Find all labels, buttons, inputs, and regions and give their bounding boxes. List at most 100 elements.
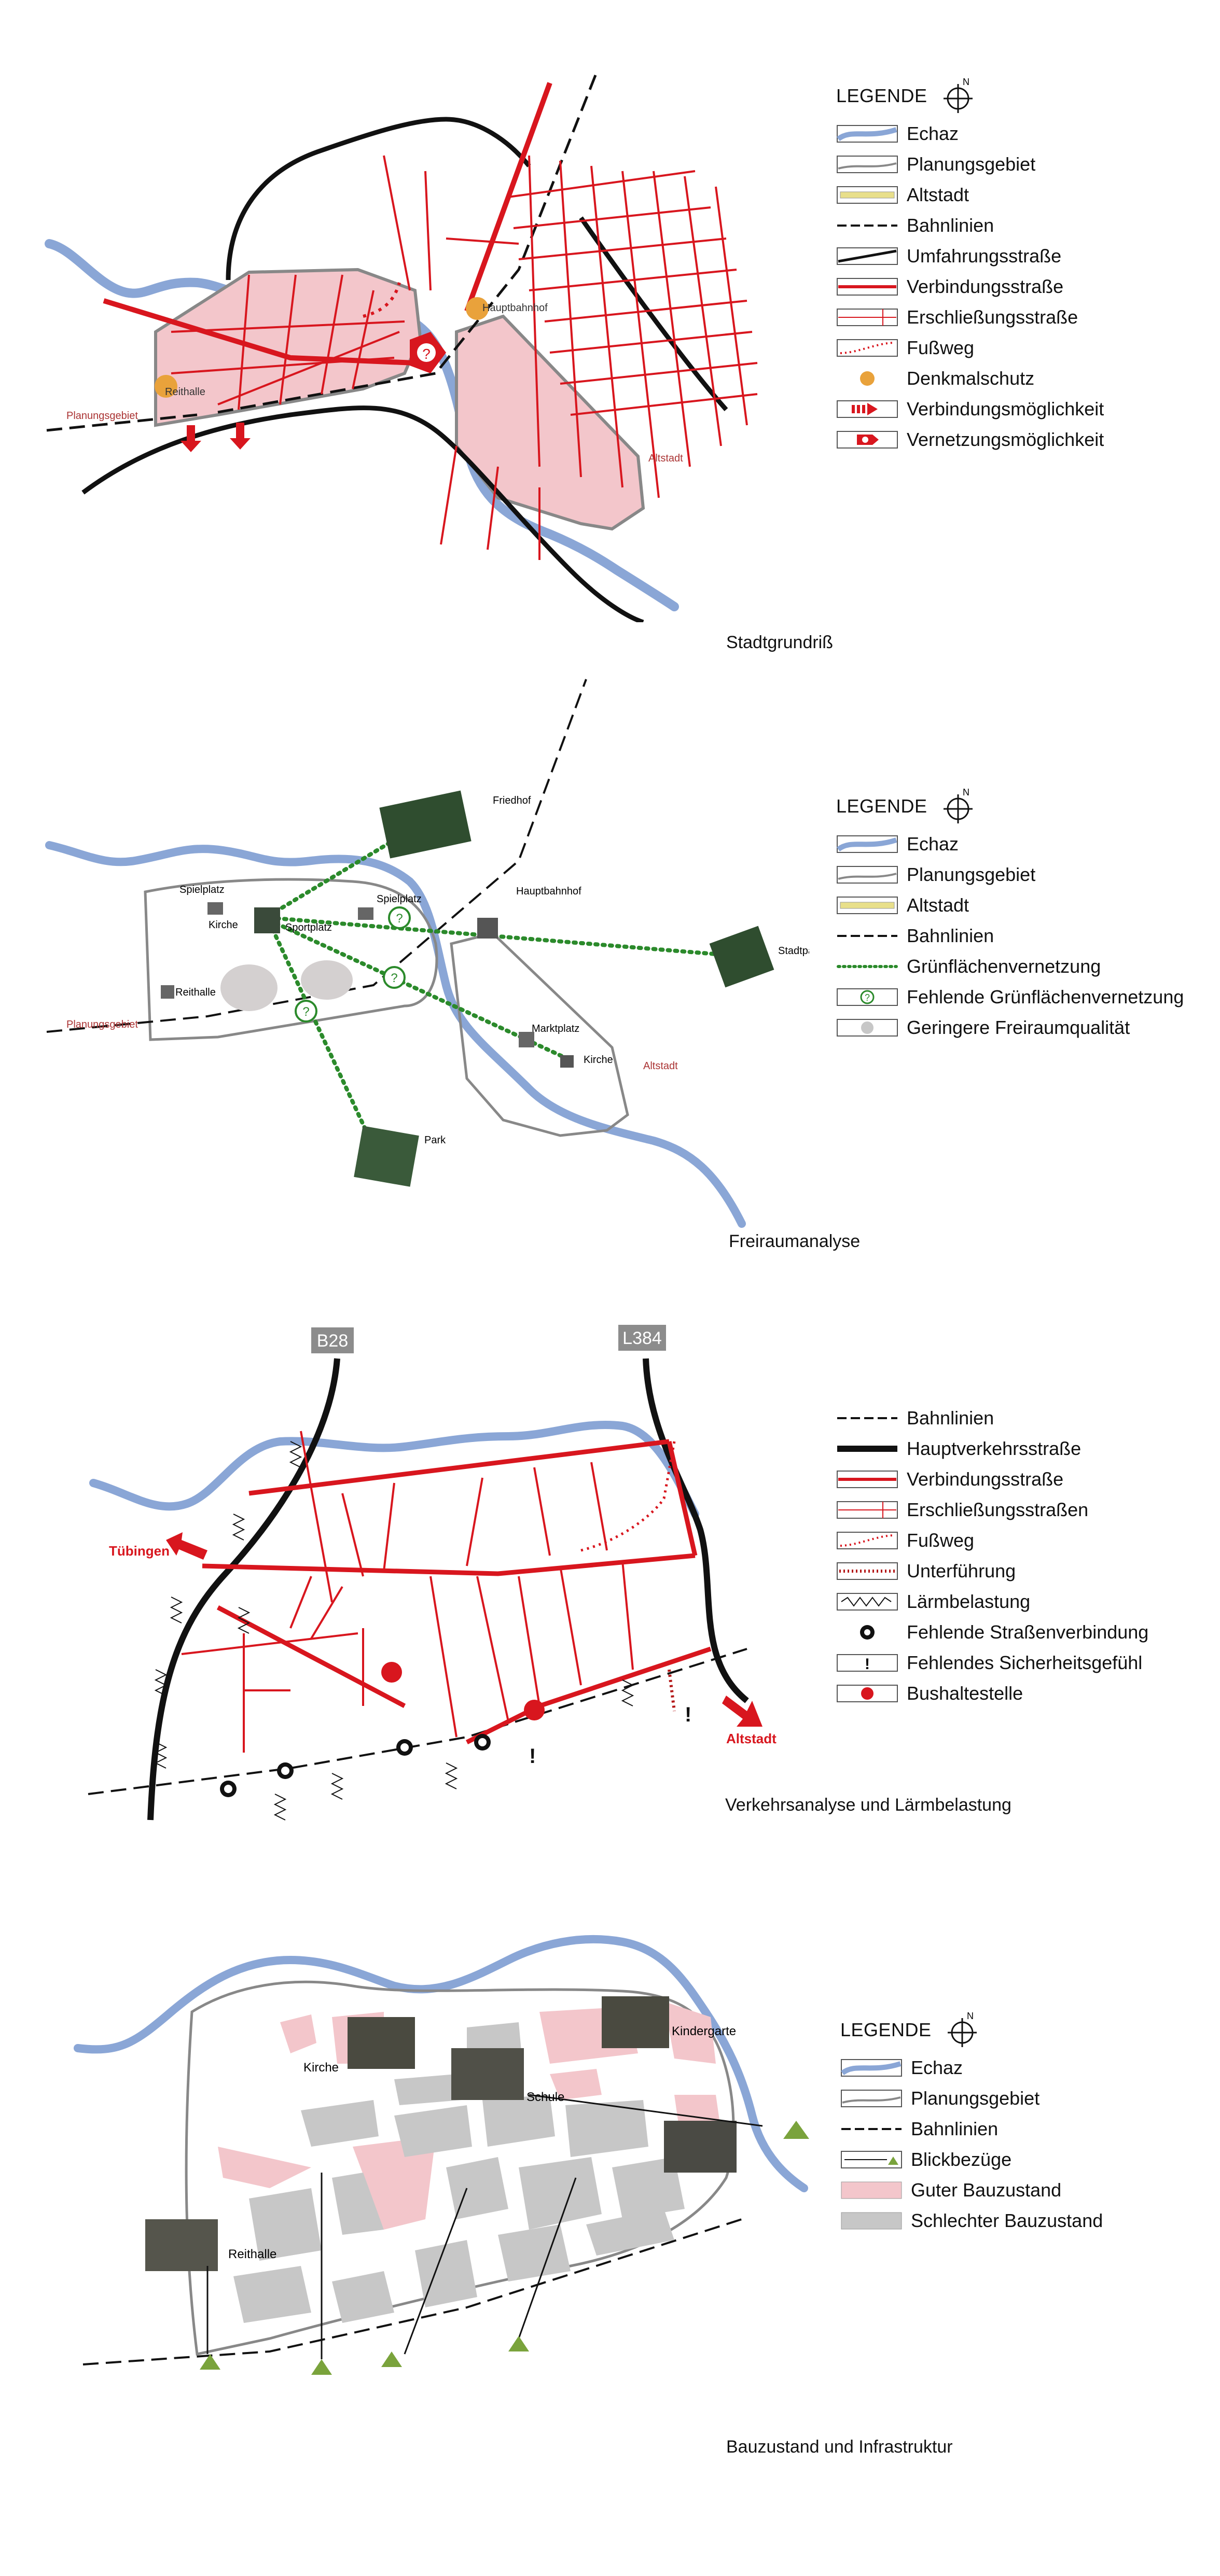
main-road-l384 [643,1358,749,1703]
schule-aerial [451,2048,524,2100]
bypass-road-icon [836,246,898,267]
legend-item: Fußweg [836,1525,1148,1556]
svg-text:!: ! [865,1656,870,1673]
legend-item: Altstadt [836,890,1184,920]
old-town-icon [836,895,898,916]
panel-bauzustand: Kirche Schule Kindergarte Reithalle LEGE… [0,1856,1220,2576]
legend-item-label: Altstadt [907,184,969,205]
safety-icon: ! [836,1653,898,1673]
building-aerial [664,2121,737,2173]
legend-item-label: Verbindungsstraße [907,275,1064,297]
legend-item: Blickbezüge [840,2144,1103,2175]
legend-item: Unterführung [836,1556,1148,1586]
legend-item-label: Grünflächenvernetzung [907,955,1101,977]
label-reithalle: Reithalle [165,386,205,398]
hauptbahnhof-aerial [477,918,498,939]
missing-green-link-icon: ? [836,987,898,1007]
stadtpark-aerial [709,926,774,988]
railway-line [82,2218,742,2365]
safety-marks: !! [529,1703,691,1768]
poor-condition-icon [840,2210,903,2231]
legend-item: Erschließungsstraßen [836,1494,1148,1525]
planning-area-icon [840,2088,903,2109]
legend-item-label: Fehlende Grünflächenvernetzung [907,986,1184,1007]
legend-item-label: Lärmbelastung [907,1590,1031,1612]
label-kindergarten: Kindergarte [672,2024,736,2038]
footpath-icon [836,338,898,358]
legend-item: Grünflächenvernetzung [836,951,1184,982]
green-link-icon [836,956,898,977]
noise-markers [154,1441,634,1821]
main-road-icon [836,1438,898,1459]
legend-item: Fehlende Straßenverbindung [836,1617,1148,1647]
legend-item: ! Fehlendes Sicherheitsgefühl [836,1647,1148,1678]
access-streets [181,1431,634,1753]
legend-item-label: Planungsgebiet [907,863,1036,885]
marktplatz-aerial [519,1032,534,1047]
legend-item-label: Geringere Freiraumqualität [907,1016,1130,1038]
river-echaz [45,841,746,1228]
legend-item-label: Bahnlinien [907,1407,994,1429]
missing-green-link-markers [295,906,411,1023]
legend-item: Bahnlinien [840,2113,1103,2144]
planning-area-icon [836,864,898,885]
open-space-map: ??? Friedhof Spielplatz Spielplatz Kirch… [45,679,809,1228]
connection-option-arrows [181,423,251,452]
label-sportplatz: Sportplatz [285,922,332,933]
legend-item-label: Guter Bauzustand [911,2179,1062,2201]
monument-reithalle [155,375,177,398]
legend-item-label: Fehlendes Sicherheitsgefühl [907,1651,1143,1673]
city-plan-map: ? Planungsgebiet Reithalle Hauptbahnhof … [45,72,758,622]
svg-text:?: ? [391,971,397,985]
legend-title: LEGENDE [840,2019,932,2040]
north-compass-icon: N [943,788,973,823]
bus-stop-icon [836,1683,898,1704]
legend-item-label: Verbindungsstraße [907,1468,1064,1490]
connecting-road-icon [836,276,898,297]
route-shield-l384-label: L384 [622,1328,662,1348]
legend-item-label: Bahnlinien [911,2118,999,2139]
underpass [668,1669,676,1712]
railway-line [46,72,598,432]
legend-title: LEGENDE [836,795,927,817]
altstadt-arrow-icon [722,1696,762,1727]
legend-item: Bahnlinien [836,920,1184,951]
svg-text:?: ? [302,1005,309,1019]
legend-item-label: Bahnlinien [907,925,994,946]
legend-item-label: Denkmalschutz [907,367,1035,389]
legend-item: Bahnlinien [836,1403,1148,1433]
caption-bauzustand: Bauzustand und Infrastruktur [726,2437,953,2457]
footpath-icon [836,1530,898,1551]
old-town-icon [836,185,898,205]
legend-item-label: Erschließungsstraße [907,306,1078,328]
legend-item-label: Verbindungsmöglichkeit [907,398,1104,419]
monument-hauptbahnhof [466,297,489,320]
access-grid-east [383,155,758,560]
legend-item: Lärmbelastung [836,1586,1148,1617]
legend-item: Verbindungsstraße [836,271,1104,302]
label-hauptbahnhof: Hauptbahnhof [482,302,548,314]
route-shield-l384 [618,1325,666,1351]
caption-freiraumanalyse: Freiraumanalyse [729,1231,861,1251]
svg-text:?: ? [865,992,870,1003]
bypass-road-east [579,216,728,411]
legend-item-label: Hauptverkehrsstraße [907,1437,1082,1459]
friedhof-aerial [379,790,472,859]
svg-text:N: N [963,78,970,87]
main-road-b28 [147,1358,340,1821]
legend-item: Bushaltestelle [836,1678,1148,1709]
spielplatz-aerial [207,902,223,915]
legend-item-label: Echaz [907,833,959,855]
missing-link-icon [836,1622,898,1643]
label-spielplatz-1: Spielplatz [179,884,225,895]
kirche-aerial [348,2017,415,2069]
railway-icon [836,926,898,946]
legend-item-label: Planungsgebiet [911,2087,1040,2109]
bus-stop [524,1700,545,1720]
bypass-road-south [81,405,644,622]
legend-item: Umfahrungsstraße [836,241,1104,271]
legend-item: Geringere Freiraumqualität [836,1012,1184,1043]
legend-item: Verbindungsstraße [836,1464,1148,1494]
